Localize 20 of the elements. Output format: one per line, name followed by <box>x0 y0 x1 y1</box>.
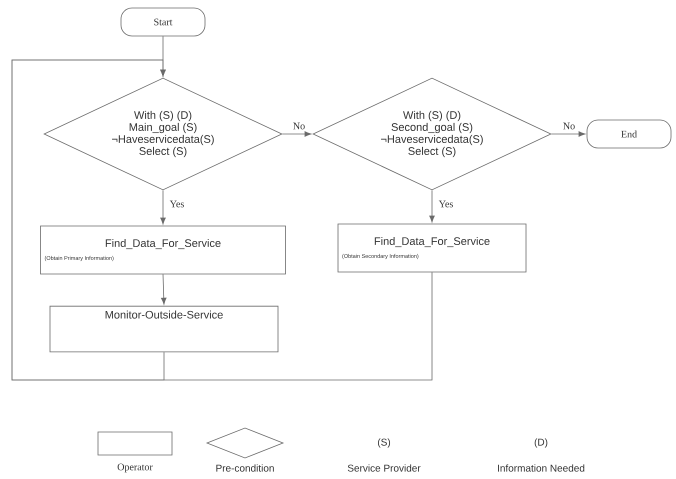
arrow <box>160 190 166 224</box>
end-terminal: End <box>586 120 672 148</box>
legend-label: Information Needed <box>498 464 584 472</box>
start-terminal: Start <box>120 8 206 36</box>
arrow <box>12 60 432 380</box>
legend-label: Operator <box>118 464 153 472</box>
edge-label: Yes <box>438 200 454 208</box>
process-box: Monitor-Outside-Service <box>50 306 278 352</box>
arrow <box>161 274 166 305</box>
edge-label: Yes <box>168 200 186 208</box>
arrow <box>160 36 166 76</box>
arrow <box>551 131 586 137</box>
legend-symbol: (S) <box>378 438 390 448</box>
legend-label: Pre-condition <box>216 464 274 472</box>
arrow <box>282 131 312 137</box>
edge-label: No <box>562 122 576 130</box>
legend-label: Service Provider <box>348 464 420 472</box>
arrow <box>429 190 435 222</box>
legend-symbol: (D) <box>534 438 548 448</box>
edge-label: No <box>292 122 306 130</box>
